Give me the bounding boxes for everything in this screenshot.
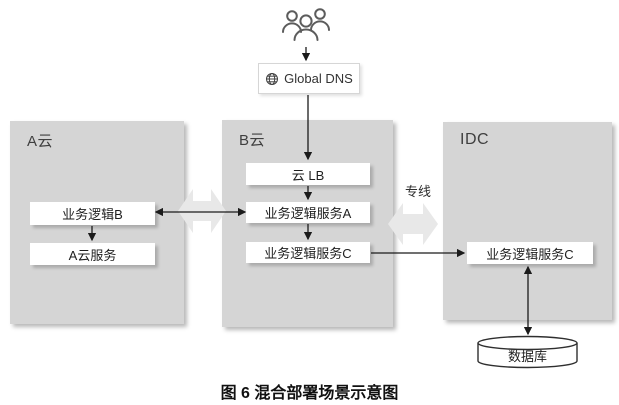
globe-icon <box>265 72 279 86</box>
global-dns-node: Global DNS <box>258 63 360 94</box>
block-arrow-a-b <box>178 189 226 233</box>
node-business-logic-service-c-bcloud: 业务逻辑服务C <box>246 242 370 263</box>
dedicated-line-label: 专线 <box>404 184 431 199</box>
node-cloud-lb: 云 LB <box>246 163 370 185</box>
node-business-logic-service-c-idc: 业务逻辑服务C <box>467 242 593 264</box>
cluster-idc: IDC <box>443 122 612 320</box>
users-icon <box>280 6 332 48</box>
figure-caption: 图 6 混合部署场景示意图 <box>220 385 399 402</box>
database-label: 数据库 <box>507 349 547 364</box>
cluster-idc-label: IDC <box>460 131 490 148</box>
block-arrow-b-idc <box>388 203 438 245</box>
cluster-a-cloud-label: A云 <box>27 133 54 150</box>
node-business-logic-b: 业务逻辑B <box>30 202 155 225</box>
cluster-b-cloud: B云 <box>222 120 393 327</box>
cluster-b-cloud-label: B云 <box>239 132 266 149</box>
node-business-logic-service-a: 业务逻辑服务A <box>246 202 370 223</box>
global-dns-label: Global DNS <box>284 71 353 86</box>
node-a-cloud-service: A云服务 <box>30 243 155 265</box>
